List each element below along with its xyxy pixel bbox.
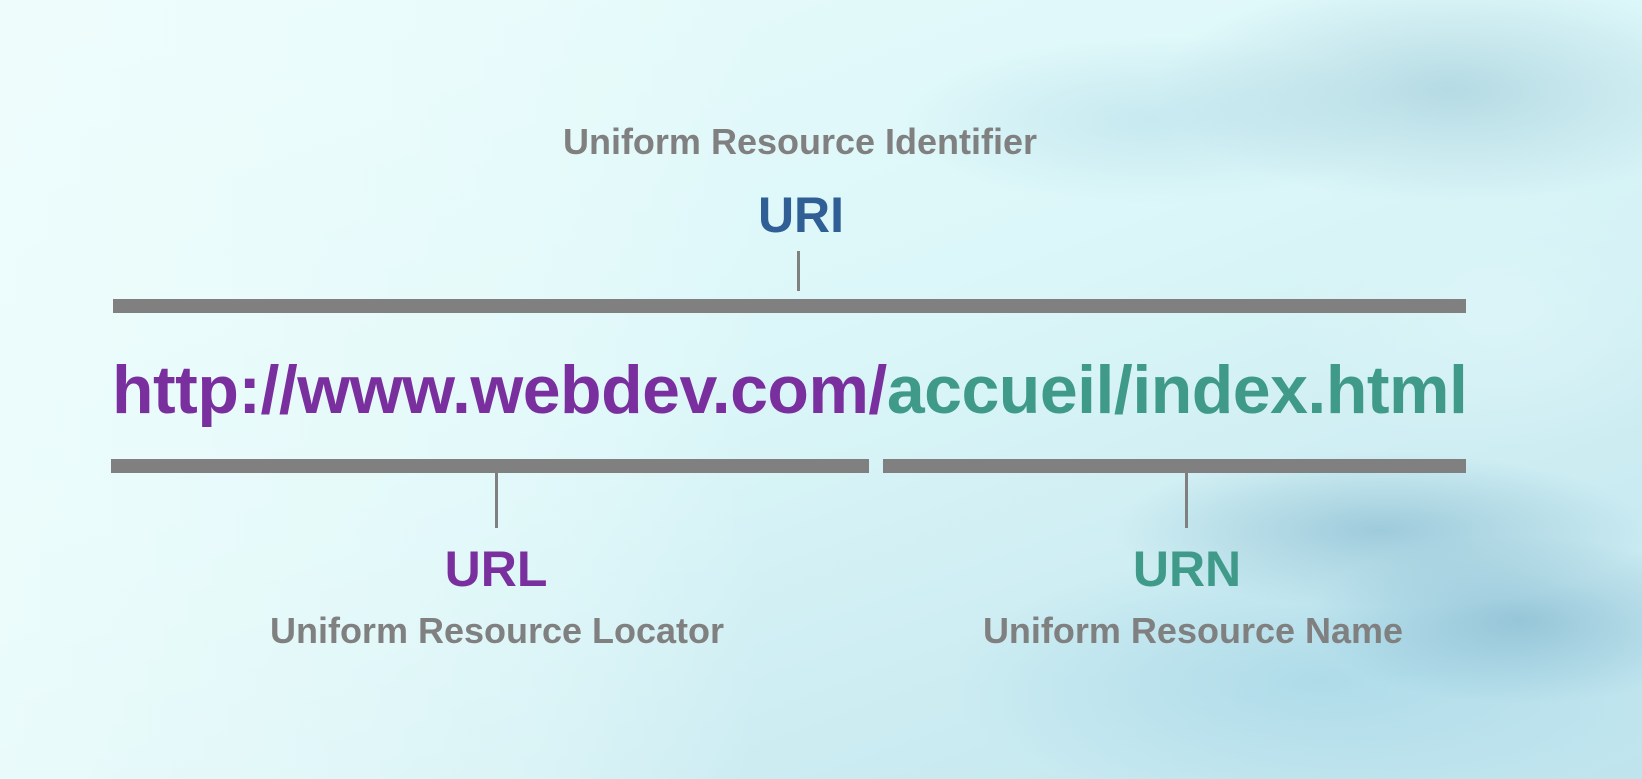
uri-full-name: Uniform Resource Identifier <box>562 121 1038 162</box>
url-connector <box>495 473 498 528</box>
uri-bracket <box>113 299 1466 313</box>
urn-full-name: Uniform Resource Name <box>982 610 1404 651</box>
uri-abbr: URI <box>757 187 845 243</box>
urn-abbr: URN <box>1132 541 1242 597</box>
url-full-name: Uniform Resource Locator <box>269 610 725 651</box>
mist-overlay <box>0 0 760 779</box>
urn-connector <box>1185 473 1188 528</box>
url-name-part: accueil/index.html <box>886 352 1468 428</box>
uri-connector <box>797 251 800 291</box>
example-url: http://www.webdev.com/accueil/index.html <box>112 356 1468 424</box>
url-bracket <box>111 459 869 473</box>
url-abbr: URL <box>444 541 548 597</box>
urn-bracket <box>883 459 1466 473</box>
mountain-backdrop <box>960 420 1642 779</box>
url-locator-part: http://www.webdev.com/ <box>112 352 887 428</box>
